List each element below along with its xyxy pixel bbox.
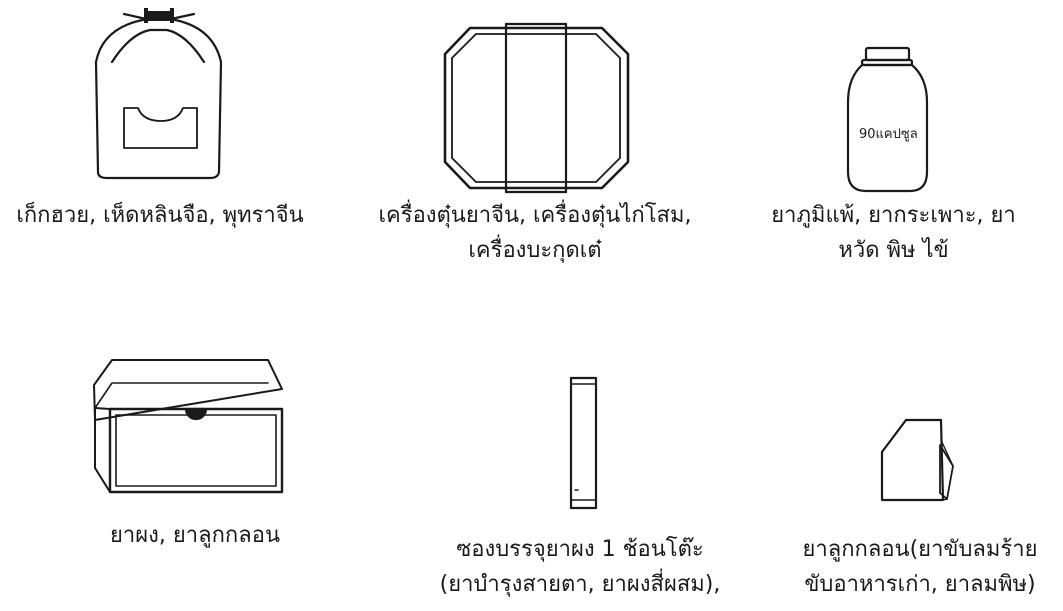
caption-box: ยาผง, ยาลูกกลอน bbox=[65, 518, 325, 553]
drawstring-bag-icon bbox=[94, 8, 223, 180]
caption-line: (ยาบำรุงสายตา, ยาผงสี่ผสม), bbox=[439, 572, 721, 597]
pouch-icon bbox=[880, 418, 954, 502]
caption-pouch: ยาลูกกลอน(ยาขับลมร้าย ขับอาหารเก่า, ยาลม… bbox=[780, 532, 1060, 602]
caption-octagon-wrap: เครื่องตุ๋นยาจีน, เครื่องตุ๋นไก่โสม, เคร… bbox=[375, 198, 695, 268]
sachet-icon bbox=[569, 376, 598, 510]
capsule-jar-icon bbox=[846, 46, 929, 193]
caption-line: เครื่องบะกุดเต๋ bbox=[468, 238, 602, 263]
caption-line: ซองบรรจุยาผง 1 ช้อนโต๊ะ bbox=[456, 537, 704, 562]
caption-line: ยาผง, ยาลูกกลอน bbox=[110, 523, 280, 548]
caption-line: หวัด พิษ ไข้ bbox=[838, 238, 949, 263]
box-icon bbox=[93, 359, 284, 494]
octagon-wrap-icon bbox=[443, 22, 630, 194]
caption-sachet: ซองบรรจุยาผง 1 ช้อนโต๊ะ (ยาบำรุงสายตา, ย… bbox=[415, 532, 745, 602]
caption-capsule-jar: ยาภูมิแพ้, ยากระเพาะ, ยา หวัด พิษ ไข้ bbox=[736, 198, 1051, 268]
caption-line: ยาภูมิแพ้, ยากระเพาะ, ยา bbox=[771, 203, 1016, 228]
caption-line: เก็กฮวย, เห็ดหลินจือ, พุทราจีน bbox=[16, 203, 304, 228]
caption-cloth-bag: เก็กฮวย, เห็ดหลินจือ, พุทราจีน bbox=[0, 198, 320, 233]
caption-line: ขับอาหารเก่า, ยาลมพิษ) bbox=[804, 572, 1036, 597]
jar-label: 90แคปซูล bbox=[859, 127, 918, 142]
caption-line: ยาลูกกลอน(ยาขับลมร้าย bbox=[802, 537, 1038, 562]
caption-line: เครื่องตุ๋นยาจีน, เครื่องตุ๋นไก่โสม, bbox=[378, 203, 692, 228]
